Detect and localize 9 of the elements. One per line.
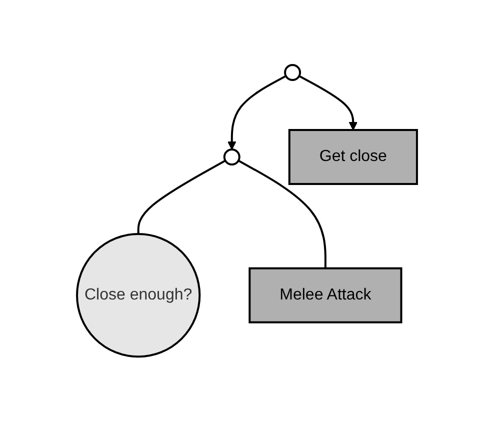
connector bbox=[136, 159, 226, 234]
connector bbox=[237, 159, 326, 268]
node-circle bbox=[284, 64, 301, 81]
node-circle bbox=[222, 148, 240, 166]
node-box: Get close bbox=[288, 128, 418, 185]
arrow bbox=[227, 74, 286, 150]
node-box: Melee Attack bbox=[248, 267, 402, 323]
arrow bbox=[298, 74, 358, 130]
node-circle: Close enough? bbox=[76, 232, 200, 358]
